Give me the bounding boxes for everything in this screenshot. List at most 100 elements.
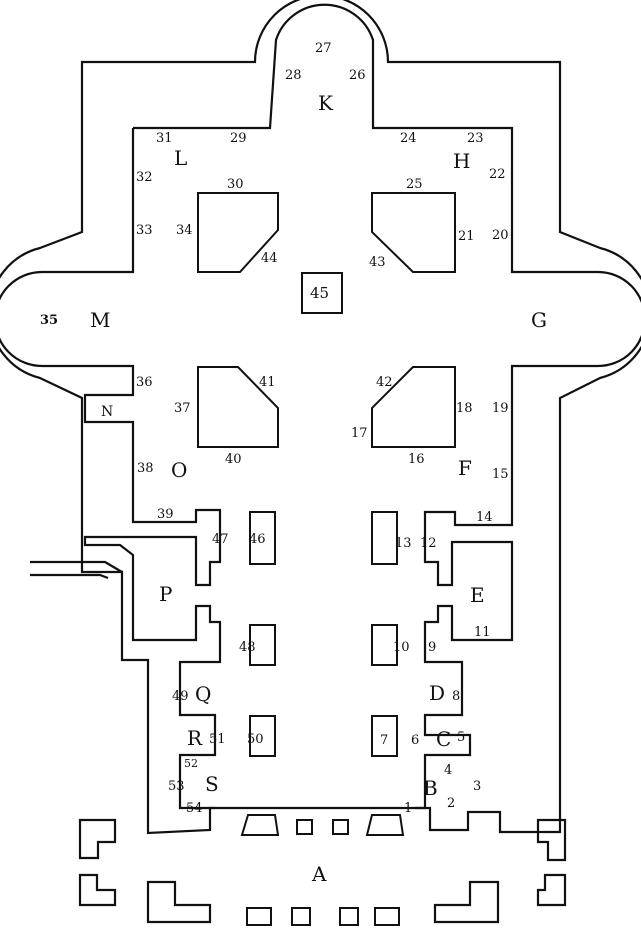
- forecourt-nw: [78, 818, 117, 860]
- label-30: 30: [227, 177, 244, 192]
- label-5: 5: [457, 730, 465, 745]
- label-3: 3: [473, 779, 481, 794]
- label-51: 51: [209, 732, 226, 747]
- label-24: 24: [400, 131, 417, 146]
- label-38: 38: [137, 461, 154, 476]
- forecourt-wall-right: [433, 880, 500, 924]
- label-n: N: [101, 404, 113, 420]
- pier-13: [371, 511, 398, 565]
- entrance-post-2: [332, 819, 349, 835]
- forecourt-post-4: [374, 907, 400, 926]
- label-a: A: [311, 862, 327, 886]
- label-p: P: [159, 582, 172, 606]
- forecourt-ne: [536, 818, 567, 862]
- number-labels: 1 2 3 4 5 6 7 8 9 10 11 12 13 14 15 16 1…: [40, 41, 509, 816]
- pier-ne: [371, 192, 456, 273]
- label-34: 34: [176, 223, 193, 238]
- label-45: 45: [310, 284, 329, 302]
- inner-wall: [133, 3, 641, 810]
- label-s: S: [205, 772, 219, 796]
- label-f: F: [458, 456, 472, 480]
- letter-labels: A B C D E F G H K L M N O P Q R S: [90, 91, 547, 886]
- label-17: 17: [351, 426, 368, 441]
- label-g: G: [531, 308, 547, 332]
- label-26: 26: [349, 68, 366, 83]
- label-o: O: [171, 458, 187, 482]
- label-14: 14: [476, 510, 493, 525]
- label-d: D: [429, 681, 445, 705]
- label-44: 44: [261, 251, 278, 266]
- label-33: 33: [136, 223, 153, 238]
- label-28: 28: [285, 68, 302, 83]
- label-8: 8: [452, 689, 460, 704]
- label-36: 36: [136, 375, 153, 390]
- label-50: 50: [247, 732, 264, 747]
- label-52: 52: [184, 757, 198, 770]
- label-20: 20: [492, 228, 509, 243]
- entrance-block-right: [365, 814, 405, 836]
- label-22: 22: [489, 167, 506, 182]
- pier-10: [371, 624, 398, 666]
- entrance-block-left: [240, 814, 280, 836]
- label-21: 21: [458, 229, 475, 244]
- label-31: 31: [156, 131, 173, 146]
- label-35: 35: [40, 313, 58, 328]
- label-23: 23: [467, 131, 484, 146]
- label-q: Q: [195, 682, 211, 706]
- label-6: 6: [411, 733, 419, 748]
- pier-50: [249, 715, 276, 757]
- label-27: 27: [315, 41, 332, 56]
- label-42: 42: [376, 375, 393, 390]
- label-9: 9: [428, 640, 436, 655]
- label-39: 39: [157, 507, 174, 522]
- label-h: H: [453, 149, 470, 173]
- center-square: [301, 272, 343, 314]
- label-2: 2: [447, 796, 455, 811]
- label-48: 48: [239, 640, 256, 655]
- label-1: 1: [404, 801, 412, 816]
- label-10: 10: [393, 640, 410, 655]
- label-11: 11: [474, 625, 491, 640]
- entrance-post-1: [296, 819, 313, 835]
- side-passage: [30, 560, 123, 580]
- outer-wall: [0, 0, 641, 835]
- inner-wall-left: [0, 128, 222, 810]
- pier-se: [371, 366, 456, 448]
- label-k: K: [318, 91, 334, 115]
- label-40: 40: [225, 452, 242, 467]
- label-54: 54: [186, 801, 203, 816]
- label-l: L: [174, 146, 187, 170]
- label-53: 53: [168, 779, 185, 794]
- forecourt-sw: [78, 873, 117, 907]
- label-18: 18: [456, 401, 473, 416]
- label-4: 4: [444, 763, 452, 778]
- label-b: B: [423, 776, 438, 800]
- label-m: M: [90, 308, 110, 332]
- pier-sw: [197, 366, 279, 448]
- pier-46: [249, 511, 276, 565]
- forecourt-post-2: [291, 907, 311, 926]
- pier-48: [249, 624, 276, 666]
- pier-7: [371, 715, 398, 757]
- label-46: 46: [249, 532, 266, 547]
- label-41: 41: [259, 375, 276, 390]
- label-12: 12: [420, 536, 437, 551]
- label-47: 47: [212, 532, 229, 547]
- forecourt-wall-left: [146, 880, 212, 924]
- label-43: 43: [369, 255, 386, 270]
- label-19: 19: [492, 401, 509, 416]
- forecourt-post-1: [246, 907, 272, 926]
- label-32: 32: [136, 170, 153, 185]
- label-r: R: [187, 726, 203, 750]
- forecourt-post-3: [339, 907, 359, 926]
- label-13: 13: [395, 536, 412, 551]
- pier-nw: [197, 192, 279, 273]
- label-25: 25: [406, 177, 423, 192]
- forecourt-se: [536, 873, 567, 907]
- label-49: 49: [172, 689, 189, 704]
- label-c: C: [436, 727, 451, 751]
- label-16: 16: [408, 452, 425, 467]
- label-15: 15: [492, 467, 509, 482]
- label-37: 37: [174, 401, 191, 416]
